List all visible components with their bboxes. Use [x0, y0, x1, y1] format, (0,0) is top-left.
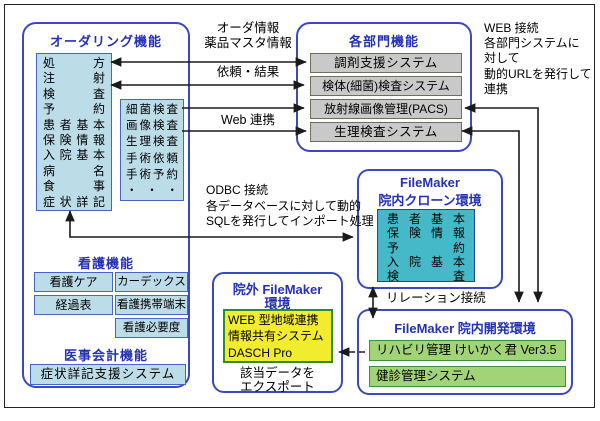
- clone-data-item: 入院基本: [387, 254, 465, 269]
- dasch-line: DASCH Pro: [228, 345, 293, 360]
- web-connection-note: WEB 接続 各部門システムに 対して 動的URLを発行して 連携: [484, 21, 600, 97]
- checkup-system: 健診管理システム: [369, 366, 566, 387]
- odbc-line: ODBC 接続: [206, 183, 269, 197]
- pacs-system: 放射線画像管理(PACS): [310, 99, 462, 119]
- exam-order-item: 細菌検査: [126, 104, 178, 116]
- request-result-label: 依頼・結果: [216, 65, 280, 79]
- clone-data-item: 予約: [387, 240, 465, 255]
- odbc-line: SQLを発行してインポート処理: [206, 214, 374, 229]
- order-item: 保険情報: [43, 133, 105, 148]
- relation-connection-label: リレーション接続: [386, 291, 486, 305]
- order-item: 注射: [43, 71, 105, 86]
- nursing-item-acuity: 看護必要度: [115, 318, 188, 338]
- specimen-test-system: 検体(細菌)検査システム: [310, 76, 462, 96]
- rehab-system: リハビリ管理 けいかく君 Ver3.5: [369, 340, 566, 361]
- dispensing-system: 調剤支援システム: [310, 53, 462, 73]
- dasch-line: WEB 型地域連携: [228, 313, 319, 327]
- departments-box: 各部門機能 調剤支援システム 検体(細菌)検査システム 放射線画像管理(PACS…: [296, 22, 472, 152]
- web-conn-line: WEB 接続: [484, 21, 539, 35]
- ordering-functions-box: オーダリング機能 処方 注射 検査 予約 患者基本 保険情報 入院基本 病名 食…: [22, 22, 190, 388]
- exam-order-item: 画像検査: [126, 120, 178, 133]
- clone-data-item: 患者基本: [387, 212, 465, 226]
- exam-order-item: 生理検査: [126, 136, 178, 149]
- filemaker-clone-box: FileMaker 院内クローン環境 患者基本 保険情報 予約 入院基本 検査: [357, 169, 503, 289]
- clone-env-title-line1: FileMaker: [400, 175, 460, 190]
- order-info-line1: オーダ情報: [216, 21, 280, 35]
- order-item-list: 処方 注射 検査 予約 患者基本 保険情報 入院基本 病名 食事 症状詳記: [36, 53, 112, 211]
- nursing-item-care: 看護ケア: [34, 272, 113, 292]
- exam-order-list: 細菌検査 画像検査 生理検査 手術依頼 手術予約 ・・・: [120, 99, 184, 201]
- web-conn-line: 動的URLを発行して: [484, 66, 592, 81]
- clone-data-item: 保険情報: [387, 226, 465, 241]
- web-conn-line: 各部門システムに: [484, 36, 580, 51]
- order-item: 食事: [43, 179, 105, 194]
- nursing-item-progress: 経過表: [34, 295, 113, 315]
- export-note-line2: エクスポート: [240, 380, 315, 394]
- odbc-line: 各データベースに対して動的: [206, 198, 362, 213]
- web-link-label: Web 連携: [221, 113, 275, 127]
- clone-data-list: 患者基本 保険情報 予約 入院基本 検査: [377, 209, 475, 284]
- export-note-line1: 該当データを: [239, 366, 315, 380]
- order-info-label: オーダ情報 薬品マスタ情報: [188, 21, 308, 51]
- nursing-item-mobile: 看護携帯端末: [115, 295, 188, 315]
- exam-order-item: ・・・: [126, 185, 178, 198]
- departments-title: 各部門機能: [348, 34, 419, 49]
- exam-order-item: 手術予約: [126, 168, 178, 181]
- clone-data-item: 検査: [387, 269, 465, 284]
- physiology-test-system: 生理検査システム: [310, 122, 462, 142]
- order-item: 病名: [43, 163, 105, 178]
- order-item: 予約: [43, 102, 105, 117]
- ordering-functions-title: オーダリング機能: [49, 34, 162, 49]
- order-item: 処方: [43, 56, 105, 70]
- exam-order-item: 手術依頼: [126, 152, 178, 165]
- order-info-line2: 薬品マスタ情報: [204, 36, 292, 51]
- nursing-item-kardex: カーデックス: [115, 272, 188, 292]
- order-item: 検査: [43, 86, 105, 101]
- external-env-title-line1: 院外 FileMaker: [232, 282, 323, 297]
- odbc-note: ODBC 接続 各データベースに対して動的 SQLを発行してインポート処理: [206, 183, 402, 230]
- web-conn-line: 連携: [484, 81, 509, 96]
- order-item: 症状詳記: [43, 194, 105, 209]
- clone-env-title-line2: 院内クローン環境: [378, 193, 482, 208]
- filemaker-dev-box: FileMaker 院内開発環境 リハビリ管理 けいかく君 Ver3.5 健診管…: [357, 309, 573, 395]
- dev-env-title: FileMaker 院内開発環境: [394, 321, 536, 336]
- external-filemaker-box: 院外 FileMaker 環境 WEB 型地域連携 情報共有システム DASCH…: [212, 272, 343, 394]
- dasch-pro-box: WEB 型地域連携 情報共有システム DASCH Pro: [223, 309, 333, 363]
- external-env-title-line2: 環境: [264, 296, 291, 311]
- nursing-functions-title: 看護機能: [77, 256, 134, 271]
- web-conn-line: 対して: [484, 51, 520, 66]
- dasch-line: 情報共有システム: [228, 329, 324, 344]
- symptom-support-system: 症状詳記支援システム: [30, 364, 186, 385]
- accounting-functions-title: 医事会計機能: [63, 348, 148, 363]
- order-item: 入院基本: [43, 148, 105, 163]
- order-item: 患者基本: [43, 117, 105, 132]
